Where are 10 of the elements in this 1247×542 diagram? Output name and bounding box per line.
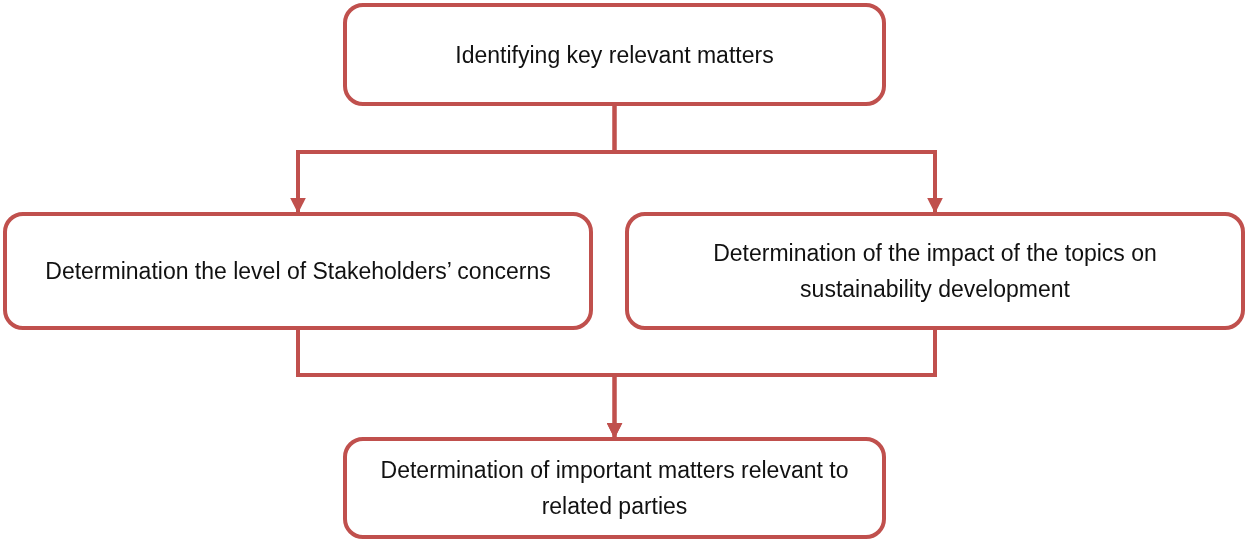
box-label: Determination the level of Stakeholders’ concerns xyxy=(45,257,551,286)
connector-arrow xyxy=(606,330,937,439)
process-box xyxy=(343,437,886,539)
box-label: Determination of the impact of the topics on sustainability development xyxy=(712,239,1158,304)
process-box xyxy=(625,212,1245,330)
connector-arrow xyxy=(612,106,943,214)
process-box xyxy=(3,212,593,330)
box-label: Identifying key relevant matters xyxy=(455,40,774,70)
process-box xyxy=(343,3,886,106)
box-label: Determination of important matters relevant to related parties xyxy=(379,456,850,521)
